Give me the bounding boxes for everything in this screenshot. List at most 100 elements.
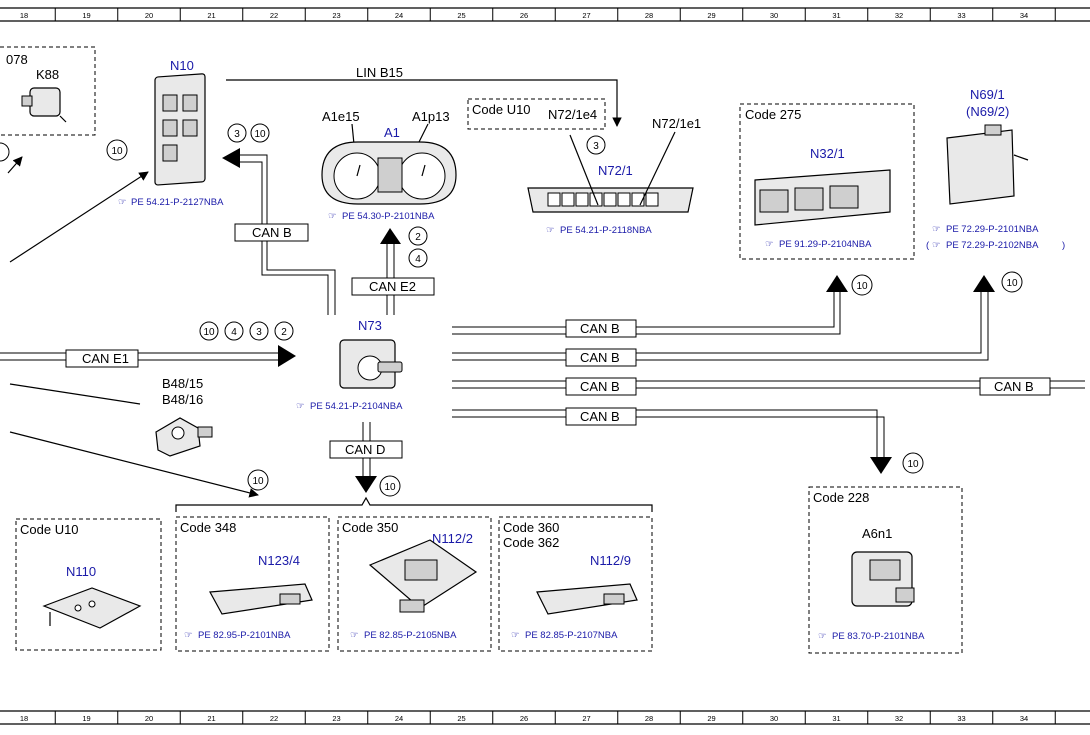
k88-relay-icon	[21, 87, 67, 123]
n72-ref[interactable]: PE 54.21-P-2118NBA	[560, 225, 652, 236]
n69-control-unit-icon	[946, 124, 1029, 205]
can-b-label-box	[565, 377, 637, 396]
ignition-switch-icon	[339, 339, 403, 389]
marker-label: 10	[1006, 278, 1018, 289]
marker-circle	[247, 469, 269, 491]
marker-label: 4	[231, 327, 237, 338]
n73-ref[interactable]: PE 54.21-P-2104NBA	[310, 401, 403, 412]
n1129-code2: Code 362	[503, 535, 559, 550]
n32-ref[interactable]: PE 91.29-P-2104NBA	[779, 239, 872, 250]
marker-label: 10	[907, 459, 919, 470]
can-b-label: CAN B	[994, 379, 1034, 394]
arrow-to-lower-modules	[9, 431, 259, 498]
n1122-module-icon	[368, 539, 478, 613]
n1129-code-box	[498, 516, 653, 652]
marker-label: 10	[254, 129, 266, 140]
n73-ref-icon: ☞	[296, 401, 305, 412]
n72-sub1: N72/1e4	[548, 107, 597, 122]
marker-circle	[106, 139, 128, 161]
n1129-module-icon	[536, 583, 638, 615]
ruler-number: 34	[1020, 11, 1028, 20]
n69-ref1[interactable]: PE 72.29-P-2101NBA	[946, 224, 1039, 235]
a1-ref[interactable]: PE 54.30-P-2101NBA	[342, 211, 435, 222]
ruler-number: 25	[457, 11, 465, 20]
ruler-number: 28	[645, 714, 653, 723]
n32-code-box	[739, 103, 915, 260]
ruler-number: 29	[707, 11, 715, 20]
a6-heater-unit-icon	[851, 551, 915, 607]
group-bracket	[175, 496, 653, 512]
ruler-number: 33	[957, 11, 965, 20]
ruler-number: 26	[520, 714, 528, 723]
a1-left-label: A1e15	[322, 109, 360, 124]
n123-code: Code 348	[180, 520, 236, 535]
n110-label: N110	[66, 564, 96, 579]
ruler-number: 23	[332, 714, 340, 723]
can-b-label-box	[565, 348, 637, 367]
k88-label: K88	[36, 67, 59, 82]
can-e2-label: CAN E2	[369, 279, 416, 294]
k88-prefix: 078	[6, 52, 28, 67]
can-e2-label-box	[351, 277, 435, 296]
can-b-to-a6-bus	[452, 409, 892, 474]
ruler-number: 31	[832, 11, 840, 20]
n32-control-unit-icon	[754, 169, 891, 226]
can-b-label-box	[565, 407, 637, 426]
ruler-number: 21	[207, 11, 215, 20]
n123-ref[interactable]: PE 82.95-P-2101NBA	[198, 630, 291, 641]
n1129-code1: Code 360	[503, 520, 559, 535]
marker-circle	[586, 135, 606, 155]
b48-l2: B48/16	[162, 392, 203, 407]
n32-ref-icon: ☞	[765, 239, 774, 250]
ruler-number: 33	[957, 714, 965, 723]
marker-label: 2	[281, 327, 287, 338]
a6-ref[interactable]: PE 83.70-P-2101NBA	[832, 631, 925, 642]
n10-ref-icon: ☞	[118, 197, 127, 208]
marker-label: 3	[593, 141, 599, 152]
n69-ref2-icon: ☞	[932, 240, 941, 251]
n72-code: Code U10	[472, 102, 531, 117]
n69-ref1-icon: ☞	[932, 224, 941, 235]
ruler-number: 27	[582, 11, 590, 20]
n1122-ref[interactable]: PE 82.85-P-2105NBA	[364, 630, 457, 641]
n123-code-box	[175, 516, 330, 652]
a6-ref-icon: ☞	[818, 631, 827, 642]
ruler-number: 22	[270, 714, 278, 723]
n123-label: N123/4	[258, 553, 300, 568]
n1122-code-box	[337, 516, 492, 652]
can-e2-bus	[380, 228, 401, 315]
can-b-label: CAN B	[580, 409, 620, 424]
n69-ref2[interactable]: PE 72.29-P-2102NBA	[946, 240, 1039, 251]
a1-ref-icon: ☞	[328, 211, 337, 222]
a1-label: A1	[384, 125, 400, 140]
n1129-ref[interactable]: PE 82.85-P-2107NBA	[525, 630, 618, 641]
ruler-number: 34	[1020, 714, 1028, 723]
ruler-number: 18	[20, 714, 28, 723]
n73-label: N73	[358, 318, 382, 333]
partial-marker	[0, 142, 10, 162]
a6-code-box	[808, 486, 963, 654]
ruler-number: 20	[145, 714, 153, 723]
a1-right-label: A1p13	[412, 109, 450, 124]
marker-label: 4	[415, 254, 421, 265]
instrument-cluster-icon	[321, 141, 457, 205]
n110-code-box	[15, 518, 162, 651]
b48-l1: B48/15	[162, 376, 203, 391]
can-e1-label-box	[65, 349, 139, 368]
marker-circle	[379, 475, 401, 497]
n10-module-icon	[154, 73, 206, 186]
marker-label: 10	[111, 146, 123, 157]
marker-label: 10	[203, 327, 215, 338]
n72-label: N72/1	[598, 163, 633, 178]
n123-module-icon	[209, 583, 313, 615]
n10-ref[interactable]: PE 54.21-P-2127NBA	[131, 197, 224, 208]
can-b-label: CAN B	[252, 225, 292, 240]
ruler-number: 32	[895, 714, 903, 723]
ruler-number: 19	[82, 714, 90, 723]
n1122-ref-icon: ☞	[350, 630, 359, 641]
ruler-number: 31	[832, 714, 840, 723]
n1122-code: Code 350	[342, 520, 398, 535]
overhead-panel-icon	[527, 187, 694, 213]
n1129-ref-icon: ☞	[511, 630, 520, 641]
